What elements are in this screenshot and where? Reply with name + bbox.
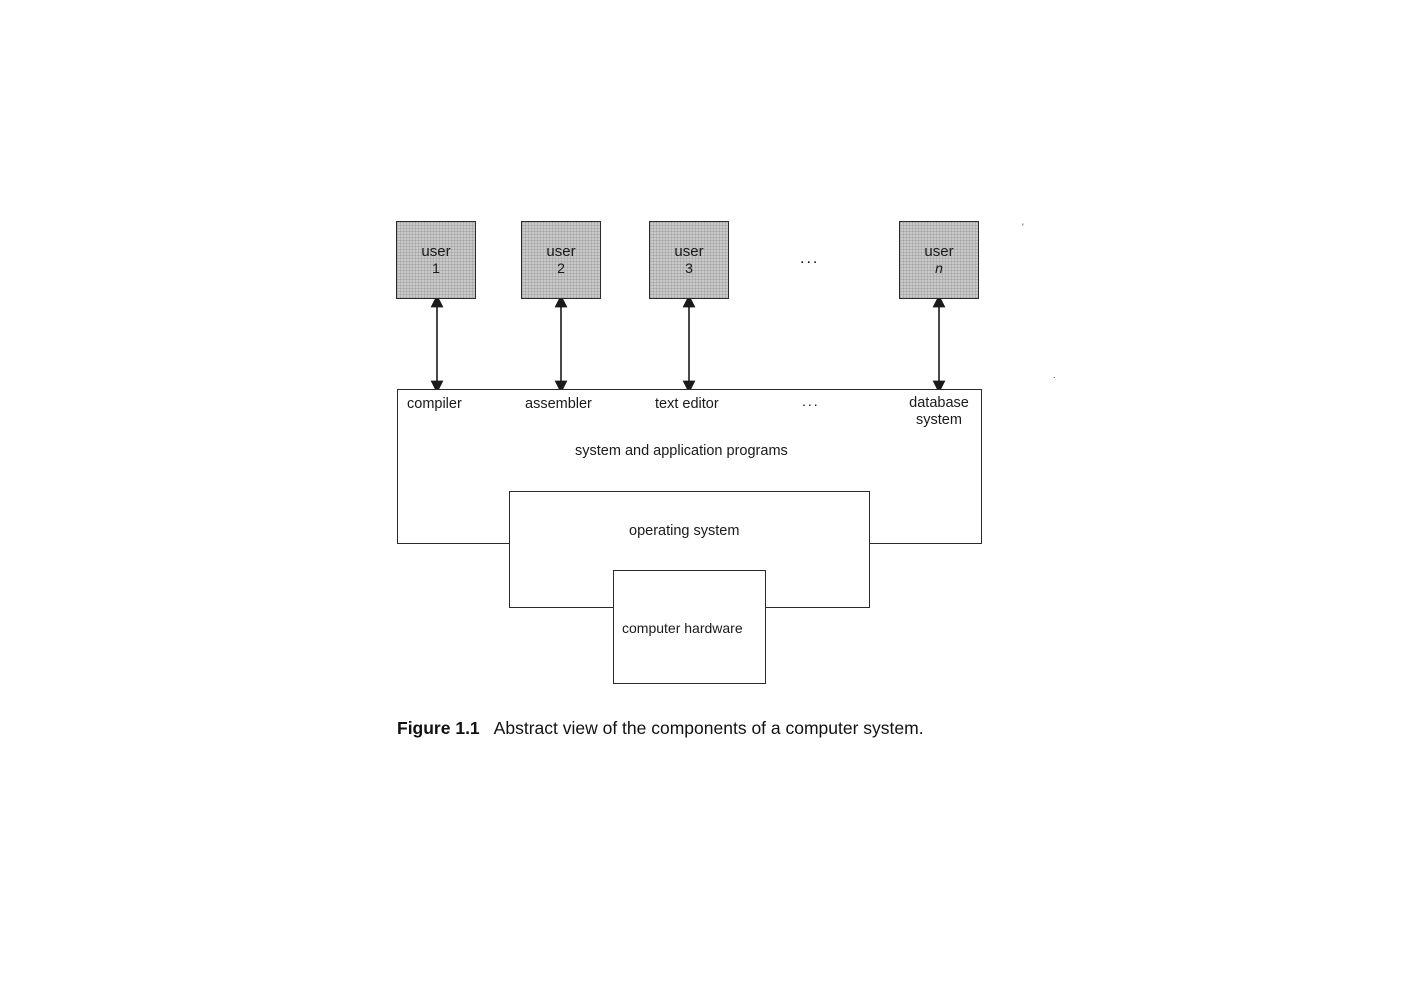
program-compiler: compiler	[407, 396, 462, 412]
program-text-editor: text editor	[655, 396, 719, 412]
figure-caption: Figure 1.1 Abstract view of the component…	[397, 718, 924, 739]
user-number: 1	[432, 260, 440, 276]
user-label: user	[674, 243, 704, 260]
user-box-n: user n	[899, 221, 979, 299]
user-box-2: user 2	[521, 221, 601, 299]
user-label: user	[421, 243, 451, 260]
figure-number: Figure 1.1	[397, 718, 480, 738]
users-ellipsis: ...	[800, 250, 820, 267]
program-assembler: assembler	[525, 396, 592, 412]
scan-speck: '	[1022, 222, 1024, 232]
program-database-system: system	[916, 412, 962, 428]
user-label: user	[924, 243, 954, 260]
user-number: 2	[557, 260, 565, 276]
computer-hardware-title: computer hardware	[622, 620, 743, 636]
figure-caption-text: Abstract view of the components of a com…	[493, 718, 924, 738]
user-number: n	[935, 260, 943, 276]
scan-speck: .	[1053, 370, 1056, 380]
user-label: user	[546, 243, 576, 260]
user-number: 3	[685, 260, 693, 276]
program-database: database	[909, 395, 969, 411]
user-box-1: user 1	[396, 221, 476, 299]
programs-ellipsis: ...	[802, 393, 820, 409]
operating-system-title: operating system	[629, 523, 740, 539]
computer-hardware-layer	[613, 570, 766, 684]
user-box-3: user 3	[649, 221, 729, 299]
programs-layer-title: system and application programs	[575, 443, 788, 459]
